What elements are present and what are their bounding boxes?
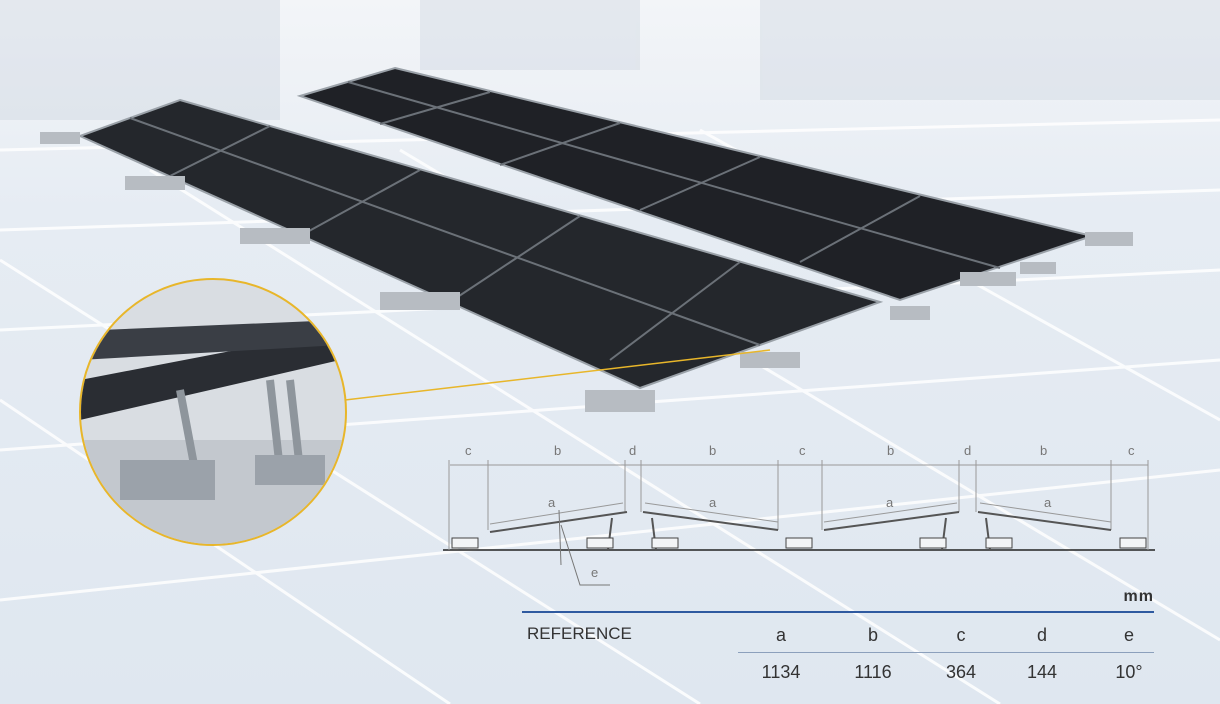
dim-c-2: c	[799, 443, 806, 458]
dim-c-1: c	[465, 443, 472, 458]
column-header-c: c	[956, 625, 966, 645]
building-background	[0, 0, 1220, 120]
inset-callout-line	[344, 349, 771, 401]
table-top-rule	[522, 611, 1154, 613]
solar-array-back	[296, 66, 1096, 302]
dim-a-3: a	[886, 495, 894, 510]
dim-b-4: b	[1040, 443, 1047, 458]
unit-label: mm	[1123, 588, 1154, 605]
dim-e: e	[591, 565, 598, 580]
dim-c-3: c	[1128, 443, 1135, 458]
dim-b-3: b	[887, 443, 894, 458]
value-b: 1116	[854, 662, 892, 682]
dim-b-1: b	[554, 443, 561, 458]
value-d: 144	[1026, 662, 1058, 682]
dim-d-1: d	[629, 443, 636, 458]
solar-array-front	[77, 98, 884, 390]
value-e: 10°	[1115, 662, 1143, 682]
dim-a-1: a	[548, 495, 556, 510]
row-header: REFERENCE	[527, 624, 632, 643]
column-header-a: a	[775, 625, 786, 645]
cross-section-drawing	[443, 460, 1155, 586]
dim-a-4: a	[1044, 495, 1052, 510]
dimension-labels: c b d b c b d b c a a a a e	[465, 443, 1135, 580]
table-mid-rule	[738, 652, 1154, 653]
value-c: 364	[945, 662, 977, 682]
dim-d-2: d	[964, 443, 971, 458]
value-a: 1134	[761, 662, 801, 682]
column-header-d: d	[1036, 625, 1047, 645]
detail-inset	[79, 278, 347, 546]
ballast-blocks	[40, 132, 1133, 412]
column-header-e: e	[1123, 625, 1134, 645]
dim-a-2: a	[709, 495, 717, 510]
dim-b-2: b	[709, 443, 716, 458]
column-header-b: b	[867, 625, 878, 645]
